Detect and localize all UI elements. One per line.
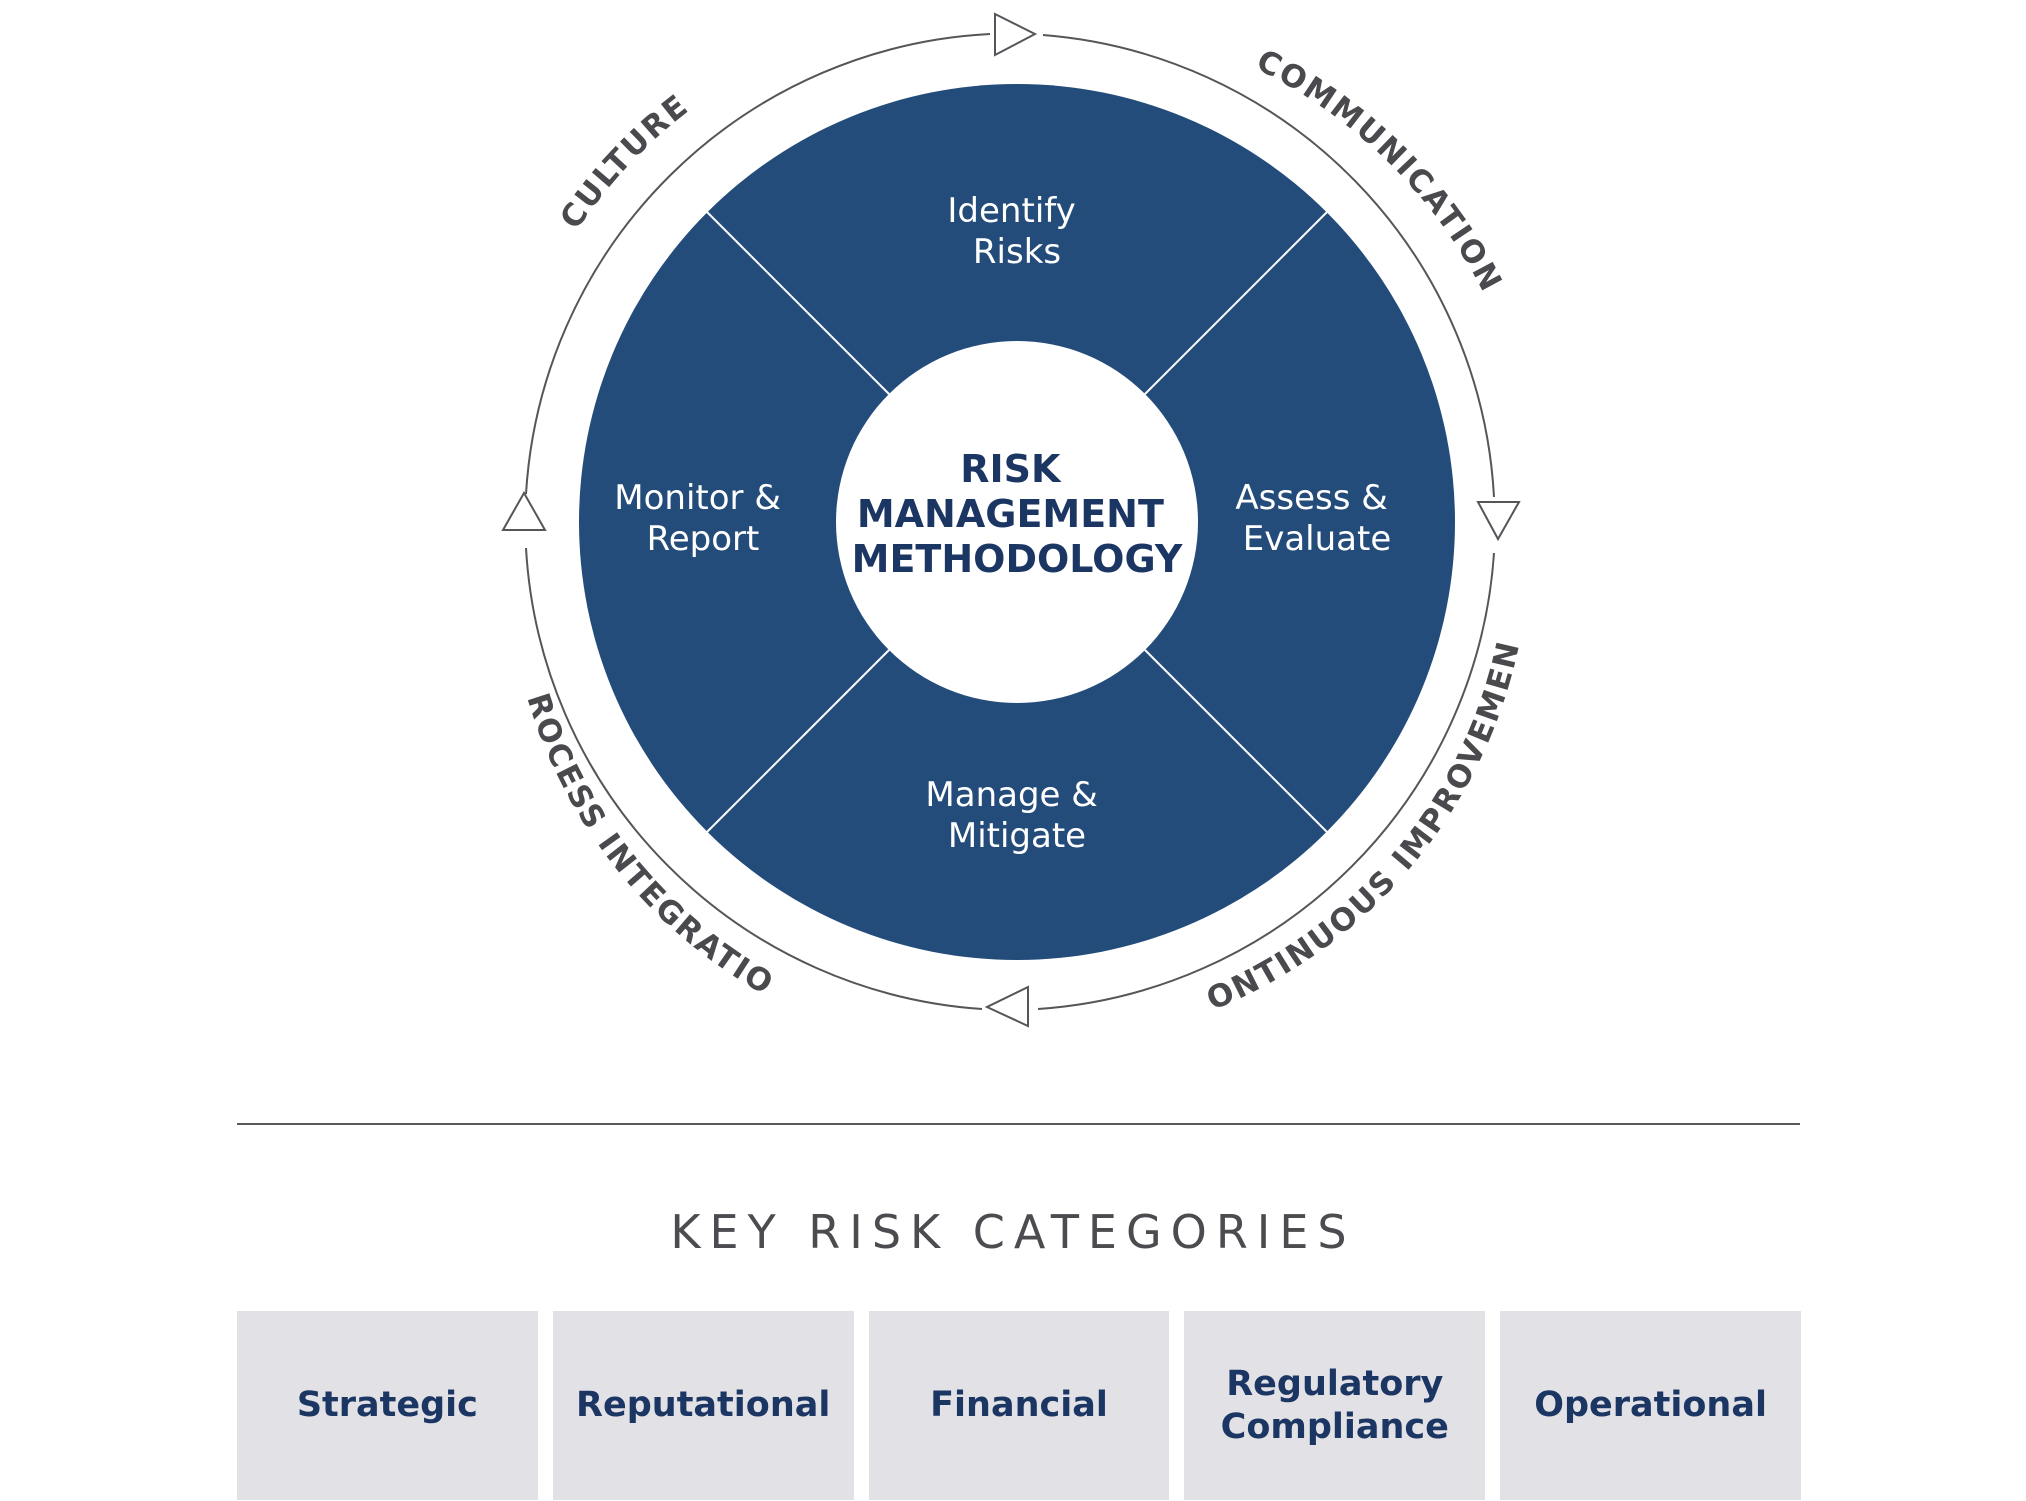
categories-row: Strategic Reputational Financial Regulat… <box>237 1311 1801 1500</box>
category-regulatory-compliance: Regulatory Compliance <box>1184 1311 1486 1500</box>
categories-title: KEY RISK CATEGORIES <box>670 1205 1356 1259</box>
ring-arc-top-right <box>1042 34 1495 498</box>
arrow-left-icon <box>984 985 1029 1028</box>
ring-arc-bottom-right <box>1037 552 1495 1010</box>
category-strategic: Strategic <box>237 1311 538 1500</box>
outer-ring <box>525 33 1495 1010</box>
segment-monitor: Monitor & Report <box>614 478 791 559</box>
cycle-arrows <box>501 12 1521 1028</box>
risk-methodology-wheel: Identify Risks Assess & Evaluate Manage … <box>0 0 1525 1028</box>
segment-manage: Manage & Mitigate <box>925 775 1108 856</box>
segment-assess: Assess & Evaluate <box>1235 478 1398 559</box>
center-title: RISK MANAGEMENT METHODOLOGY <box>852 447 1183 581</box>
category-label: Operational <box>1534 1385 1767 1425</box>
ring-label-culture: CULTURE <box>553 87 696 235</box>
arrow-up-icon <box>501 490 547 531</box>
ring-arc-bottom-left <box>525 547 983 1010</box>
category-reputational: Reputational <box>552 1311 854 1500</box>
center-circle <box>836 341 1198 703</box>
category-operational: Operational <box>1500 1311 1801 1500</box>
category-label: Reputational <box>576 1385 831 1425</box>
category-financial: Financial <box>868 1311 1170 1500</box>
category-label: Financial <box>930 1385 1108 1425</box>
segment-dividers <box>704 209 1330 835</box>
category-label: Strategic <box>296 1385 478 1425</box>
category-label: Regulatory Compliance <box>1220 1363 1449 1447</box>
ring-arc-top-left <box>525 33 991 495</box>
arrow-right-icon <box>994 12 1038 57</box>
segment-identify: Identify Risks <box>947 191 1086 272</box>
arrow-down-icon <box>1476 501 1521 542</box>
section-divider <box>237 1123 1800 1125</box>
